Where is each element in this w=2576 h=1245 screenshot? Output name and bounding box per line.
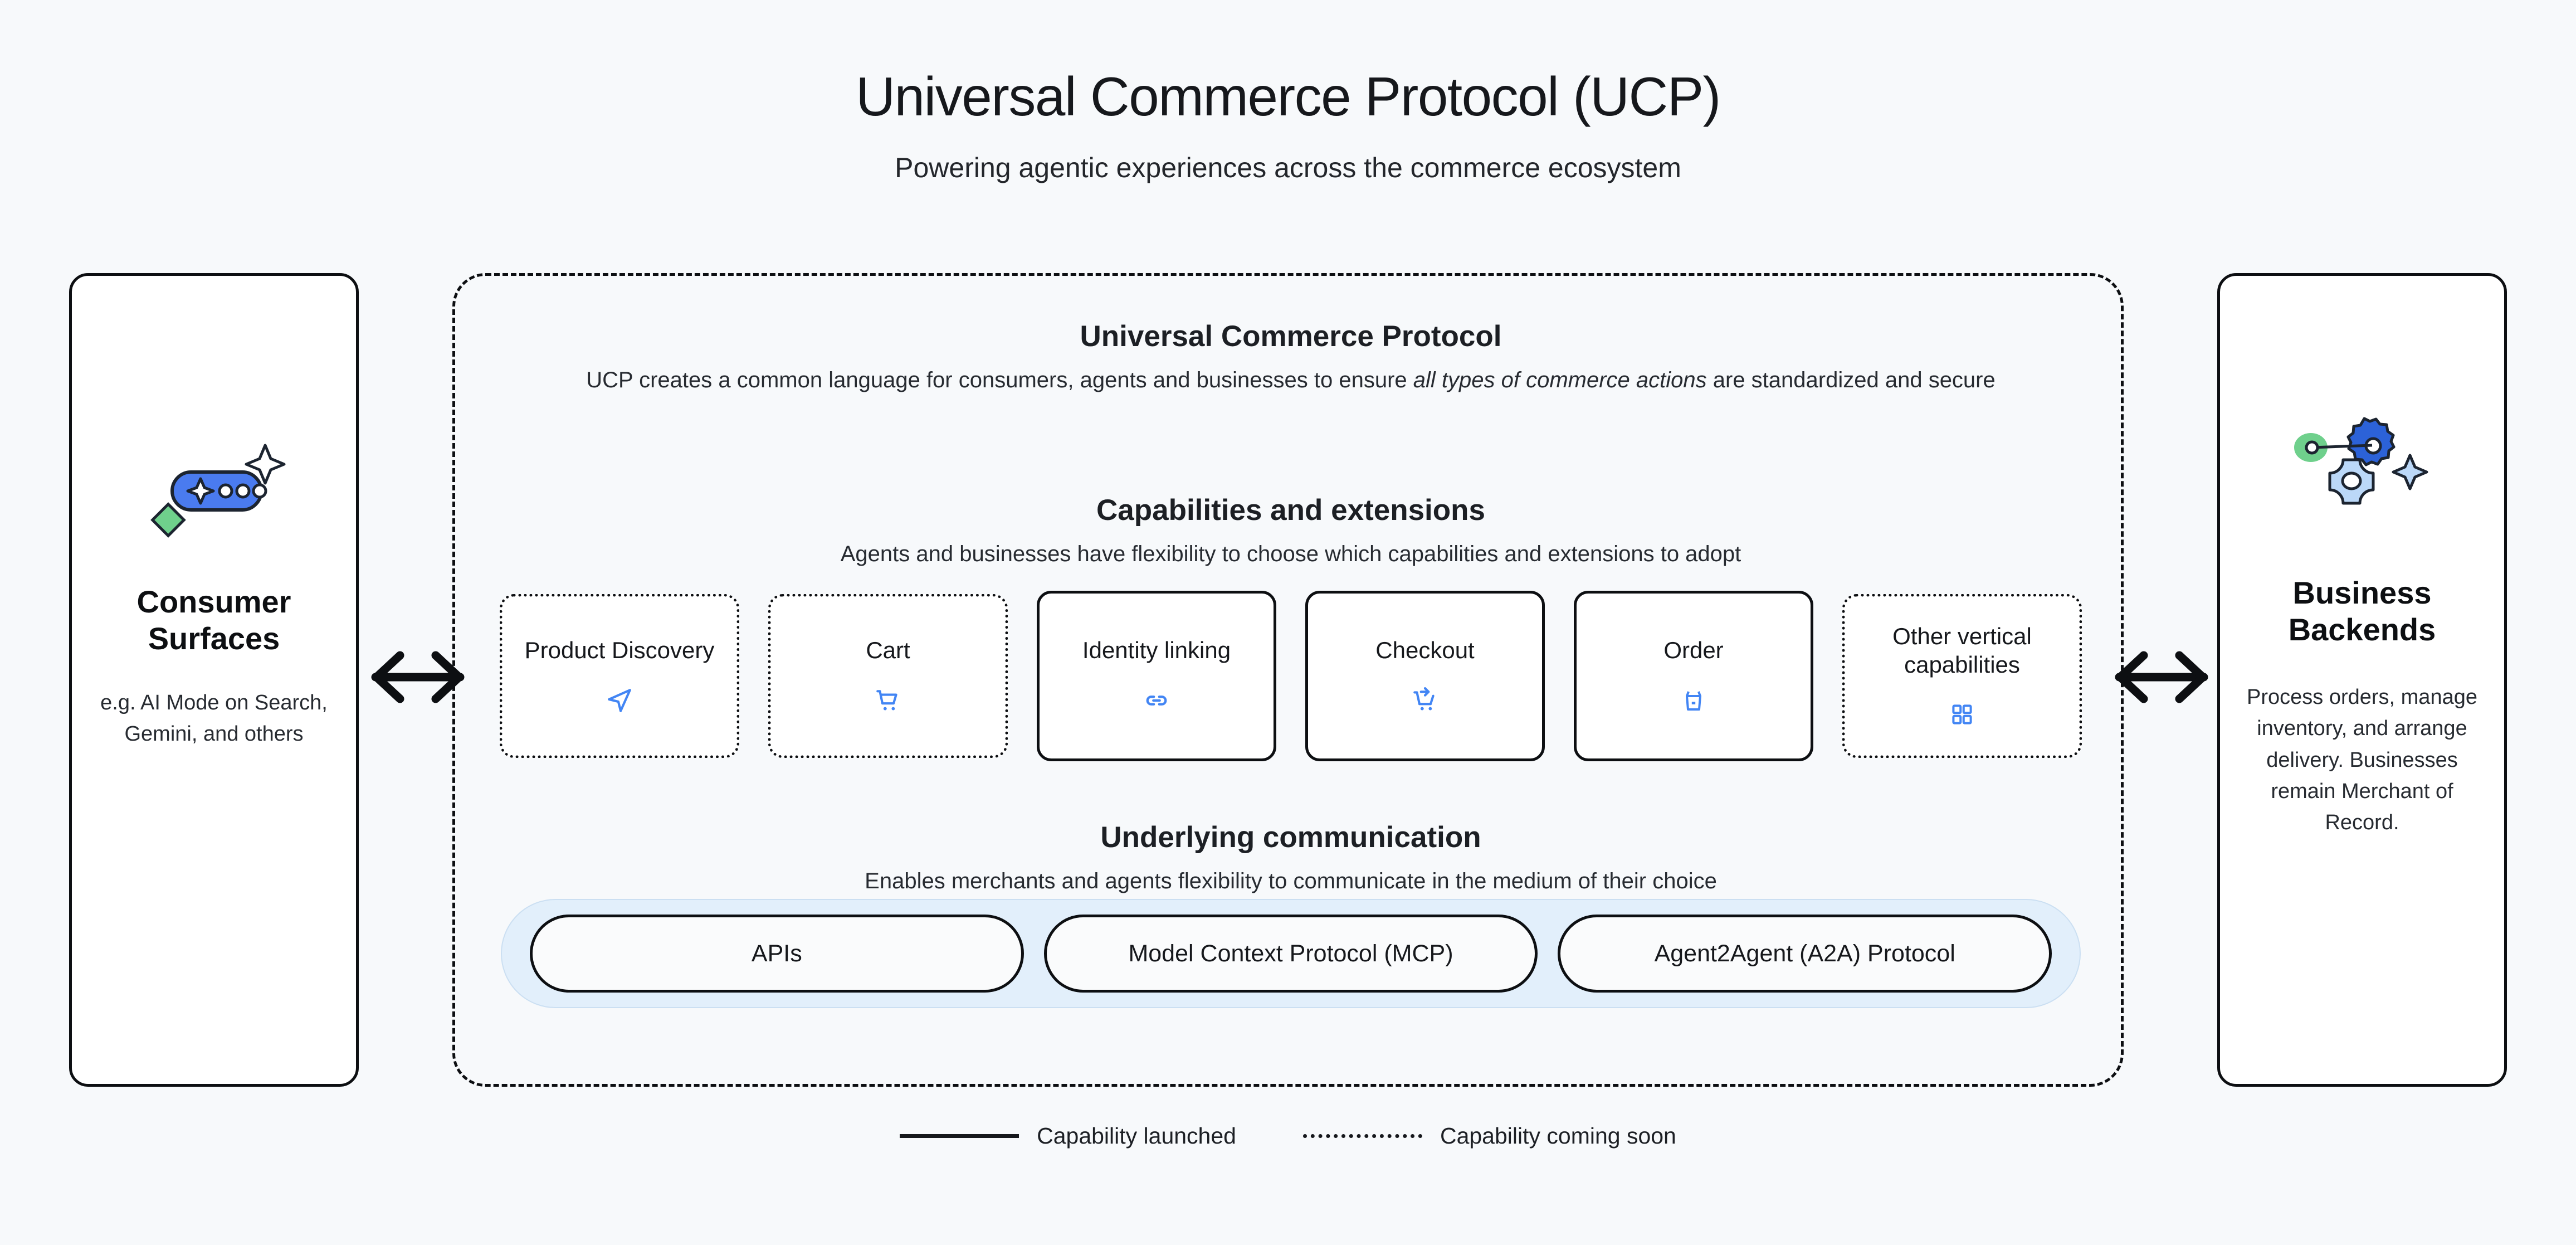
ucp-title: Universal Commerce Protocol [1080,320,1502,353]
bidirectional-arrow-left-icon [368,646,468,708]
business-backends-panel: Business Backends Process orders, manage… [2217,273,2507,1087]
capability-card-label: Checkout [1375,637,1475,664]
navigation-arrow-icon [606,685,633,716]
legend: Capability launched Capability coming so… [0,1123,2576,1149]
capability-card-identity-linking[interactable]: Identity linking [1037,591,1276,761]
grid-apps-icon [1950,699,1974,730]
link-chain-icon [1144,685,1169,716]
bidirectional-arrow-right-icon [2111,646,2212,708]
communication-subtitle: Enables merchants and agents flexibility… [865,869,1717,893]
communication-pill-a2a[interactable]: Agent2Agent (A2A) Protocol [1558,915,2052,993]
page-subtitle: Powering agentic experiences across the … [895,152,1681,183]
ai-chat-sparkle-icon [142,437,286,543]
business-panel-description: Process orders, manage inventory, and ar… [2247,685,2477,835]
shopping-cart-icon [874,685,902,716]
capability-card-label: Identity linking [1082,637,1231,664]
dotted-line-swatch [1302,1134,1422,1138]
communication-header-block: Underlying communication Enables merchan… [455,820,2126,897]
capability-card-label: Cart [866,637,910,664]
gears-sparkle-icon [2290,415,2434,521]
capability-card-row: Product Discovery Cart Identity linking … [500,587,2082,765]
shopping-bag-icon [1680,685,1707,716]
solid-line-swatch [900,1134,1019,1138]
ucp-description-emphasis: all types of commerce actions [1413,368,1707,392]
capabilities-header-block: Capabilities and extensions Agents and b… [455,493,2126,570]
consumer-surfaces-panel: Consumer Surfaces e.g. AI Mode on Search… [69,273,359,1087]
legend-item-coming-soon: Capability coming soon [1302,1123,1676,1149]
communication-pill-mcp[interactable]: Model Context Protocol (MCP) [1043,915,1538,993]
ucp-header-block: Universal Commerce Protocol UCP creates … [455,319,2126,396]
cart-checkout-icon [1411,685,1439,716]
ucp-container: Universal Commerce Protocol UCP creates … [452,273,2124,1087]
page-title: Universal Commerce Protocol (UCP) [856,66,1721,127]
ucp-description: UCP creates a common language for consum… [455,364,2126,396]
consumer-panel-title: Consumer Surfaces [136,584,291,656]
capability-card-product-discovery[interactable]: Product Discovery [500,594,739,758]
communication-rail: APIs Model Context Protocol (MCP) Agent2… [501,899,2081,1008]
legend-item-launched: Capability launched [900,1123,1236,1149]
ucp-description-prefix: UCP creates a common language for consum… [586,368,1413,392]
business-panel-title: Business Backends [2288,575,2436,648]
ucp-description-suffix: are standardized and secure [1706,368,1996,392]
capabilities-subtitle: Agents and businesses have flexibility t… [840,542,1741,566]
legend-launched-label: Capability launched [1037,1123,1236,1149]
communication-title: Underlying communication [1100,821,1481,854]
capability-card-checkout[interactable]: Checkout [1305,591,1545,761]
capability-card-cart[interactable]: Cart [768,594,1008,758]
legend-coming-soon-label: Capability coming soon [1440,1123,1676,1149]
capability-card-label: Other vertical capabilities [1892,622,2032,678]
capability-card-other-vertical-capabilities[interactable]: Other vertical capabilities [1842,594,2082,758]
communication-pill-apis[interactable]: APIs [530,915,1024,993]
capabilities-title: Capabilities and extensions [1096,494,1486,527]
capability-card-label: Order [1663,637,1724,664]
header: Universal Commerce Protocol (UCP) Poweri… [0,66,2576,184]
capability-card-label: Product Discovery [524,637,715,664]
consumer-panel-description: e.g. AI Mode on Search, Gemini, and othe… [100,691,328,746]
capability-card-order[interactable]: Order [1574,591,1813,761]
